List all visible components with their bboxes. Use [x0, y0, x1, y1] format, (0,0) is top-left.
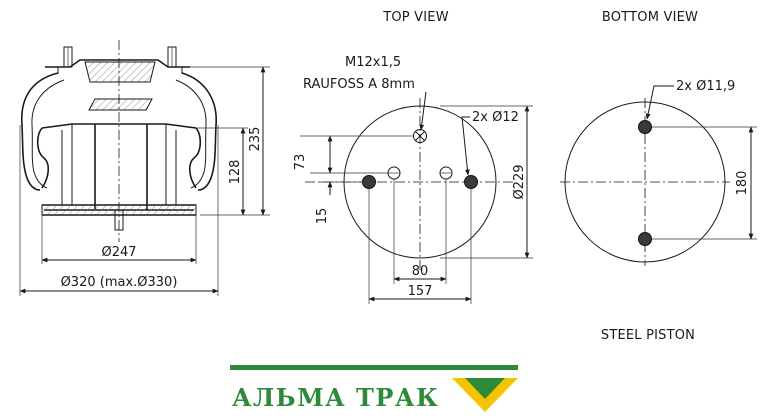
brand-name: АЛЬМА ТРАК	[232, 383, 439, 412]
dim-bellow-diameter: Ø320 (max.Ø330)	[61, 275, 178, 290]
bottom-view: BOTTOM VIEW 2x Ø11,9 180 STEEL PISTON	[560, 10, 757, 343]
top-plate-section	[84, 61, 156, 83]
rubber-bellow	[20, 72, 217, 191]
dim-plate-diameter: Ø229	[512, 164, 527, 199]
side-view: 235 128 Ø247 Ø320 (max.Ø330)	[19, 40, 270, 296]
dim-15: 15	[315, 208, 330, 225]
piston-folds	[36, 127, 202, 189]
inner-insert	[88, 98, 153, 111]
bottom-stud-bottom	[638, 232, 652, 246]
bottom-view-title: BOTTOM VIEW	[602, 10, 698, 25]
top-view: TOP VIEW M12x1,5 RAUFOSS A 8mm 2x Ø12 73	[293, 10, 533, 304]
top-studs	[57, 46, 183, 74]
bottom-holes-spec: 2x Ø11,9	[676, 79, 735, 94]
dim-piston-height: 128	[228, 160, 243, 185]
piston-core	[94, 123, 148, 211]
stud-right	[464, 175, 478, 189]
brand-logo-mark	[452, 378, 518, 412]
brand-footer: АЛЬМА ТРАК	[230, 365, 518, 412]
thread-spec-line2: RAUFOSS A 8mm	[303, 77, 415, 92]
thread-spec-line1: M12x1,5	[345, 55, 401, 70]
bottom-stud-top	[638, 120, 652, 134]
top-view-title: TOP VIEW	[382, 10, 449, 25]
top-holes-spec: 2x Ø12	[472, 110, 519, 125]
dim-180: 180	[735, 171, 750, 196]
dim-80: 80	[412, 264, 429, 279]
dim-piston-diameter: Ø247	[101, 245, 136, 260]
brand-stripe	[230, 365, 518, 370]
dim-73: 73	[293, 154, 308, 171]
piston-material-label: STEEL PISTON	[601, 328, 695, 343]
dim-157: 157	[408, 284, 433, 299]
stud-left	[362, 175, 376, 189]
dim-overall-height: 235	[248, 127, 263, 152]
